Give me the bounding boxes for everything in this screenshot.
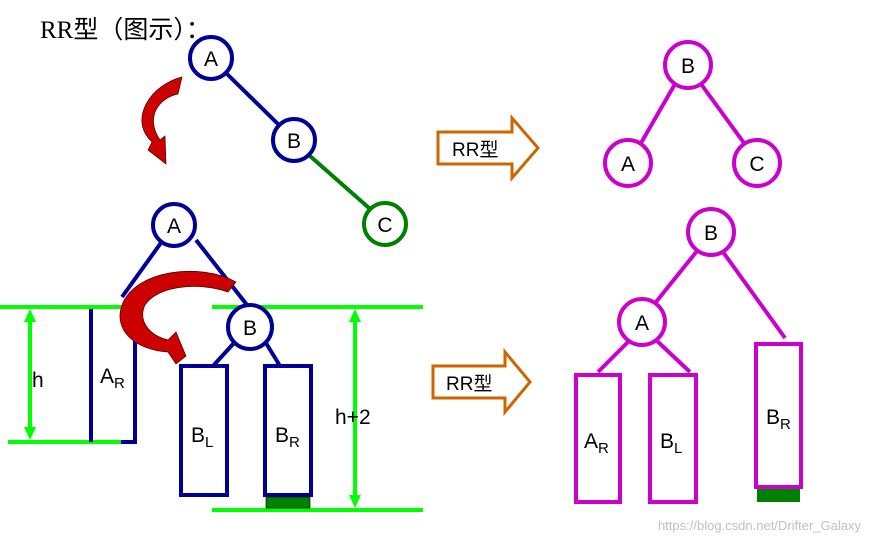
subtree-br xyxy=(754,342,803,489)
node-a-label: A xyxy=(635,312,649,335)
height-arrowheads xyxy=(24,309,361,508)
node-a xyxy=(603,138,653,188)
tree-after-simple xyxy=(603,40,782,188)
subtree-ar xyxy=(574,373,622,504)
node-a-label: A xyxy=(204,48,218,71)
transform-arrow-icon xyxy=(436,113,540,183)
node-b-label: B xyxy=(704,222,718,245)
node-a xyxy=(151,202,197,248)
node-a-label: A xyxy=(621,153,635,176)
subtree-bl xyxy=(179,364,229,497)
node-a-label: A xyxy=(167,215,181,238)
watermark: https://blog.csdn.net/Drifter_Galaxy xyxy=(657,518,861,533)
extra-height-block xyxy=(265,496,311,509)
node-c xyxy=(362,201,408,247)
node-b xyxy=(663,40,713,90)
tree-before-detailed xyxy=(0,202,423,512)
node-c-label: C xyxy=(377,214,392,237)
subtree-ar-label: AR xyxy=(584,430,609,457)
node-b xyxy=(271,117,317,163)
node-b-label: B xyxy=(287,130,301,153)
subtree-br-label: BR xyxy=(766,406,791,433)
transform-label: RR型 xyxy=(452,139,498,161)
node-c xyxy=(732,138,782,188)
tree-after-detailed xyxy=(574,207,803,504)
subtree-br xyxy=(263,364,313,497)
subtree-ar-label: AR xyxy=(100,365,125,392)
subtree-bl xyxy=(648,373,698,504)
node-b xyxy=(686,207,736,257)
diagram-title: RR型（图示）： xyxy=(40,17,211,44)
node-c-label: C xyxy=(749,153,764,176)
rotate-arrow-icon xyxy=(141,76,183,165)
transform-label: RR型 xyxy=(446,373,492,395)
subtree-bl-label: BL xyxy=(660,430,682,457)
node-b-label: B xyxy=(243,317,257,340)
extra-height-block xyxy=(757,489,800,502)
node-a xyxy=(617,297,667,347)
node-b xyxy=(226,303,274,351)
transform-arrow-icon xyxy=(431,347,532,417)
node-b-label: B xyxy=(681,55,695,78)
subtree-br-label: BR xyxy=(275,424,300,451)
height-h2-label: h+2 xyxy=(335,406,371,429)
node-a xyxy=(188,35,234,81)
subtree-bl-label: BL xyxy=(191,424,213,451)
height-h-label: h xyxy=(32,369,44,392)
tree-before-simple xyxy=(188,35,408,247)
rotate-arrow-icon xyxy=(119,270,237,365)
